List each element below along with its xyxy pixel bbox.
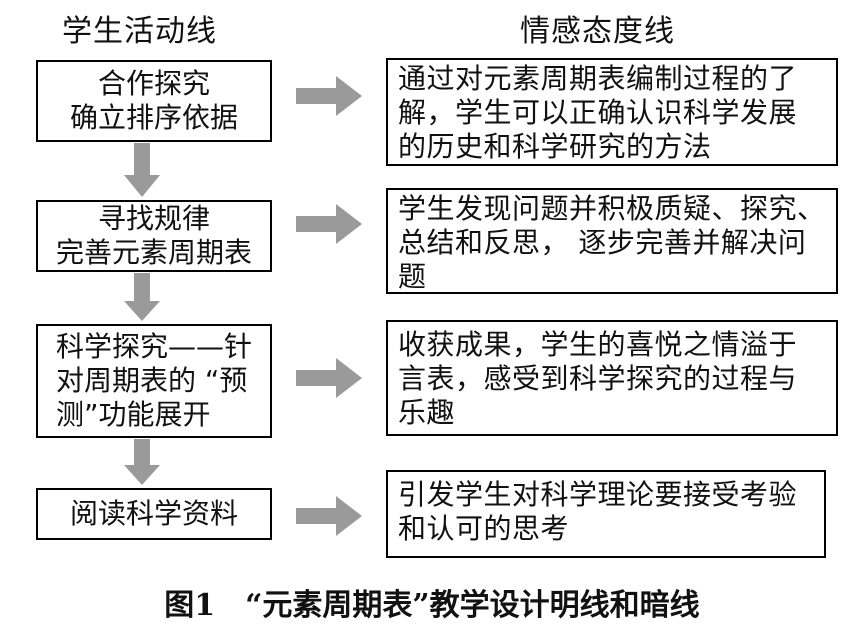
activity-line-header: 学生活动线 xyxy=(62,14,217,49)
emotion-box-1-line-1: 通过对元素周期表编制过程的了 xyxy=(398,62,798,95)
emotion-box-4-line-2: 和认可的思考 xyxy=(398,512,570,545)
emotion-box-3: 收获成果，学生的喜悦之情溢于 言表，感受到科学探究的过程与 乐趣 xyxy=(386,320,838,436)
right-arrow-icon-2 xyxy=(296,204,362,244)
emotion-line-header: 情感态度线 xyxy=(520,14,675,49)
activity-box-1: 合作探究 确立排序依据 xyxy=(36,60,272,142)
emotion-box-4-line-1: 引发学生对科学理论要接受考验 xyxy=(398,478,798,511)
right-arrow-icon-3 xyxy=(296,358,362,398)
emotion-box-4: 引发学生对科学理论要接受考验 和认可的思考 xyxy=(386,470,826,558)
activity-box-3: 科学探究——针 对周期表的 “预 测”功能展开 xyxy=(36,324,272,438)
right-arrow-icon-1 xyxy=(296,76,362,116)
down-arrow-icon-1 xyxy=(124,143,160,197)
emotion-box-2-line-2: 总结和反思， 逐步完善并解决问 xyxy=(398,226,807,259)
activity-box-1-line-2: 确立排序依据 xyxy=(69,101,238,134)
emotion-box-3-line-3: 乐趣 xyxy=(398,396,456,429)
activity-box-2-line-1: 寻找规律 xyxy=(97,202,210,235)
activity-box-1-line-1: 合作探究 xyxy=(97,67,210,100)
emotion-box-1-line-3: 的历史和科学研究的方法 xyxy=(398,130,712,163)
down-arrow-icon-2 xyxy=(124,273,160,321)
activity-box-2: 寻找规律 完善元素周期表 xyxy=(36,200,272,272)
activity-box-3-line-2: 对周期表的 “预 xyxy=(55,364,248,397)
emotion-box-2: 学生发现问题并积极质疑、探究、 总结和反思， 逐步完善并解决问 题 xyxy=(386,188,838,294)
right-arrow-icon-4 xyxy=(296,496,362,536)
emotion-box-1-line-2: 解，学生可以正确认识科学发展 xyxy=(398,96,798,129)
activity-box-2-line-2: 完善元素周期表 xyxy=(55,236,252,269)
emotion-box-3-line-1: 收获成果，学生的喜悦之情溢于 xyxy=(398,328,798,361)
activity-box-4: 阅读科学资料 xyxy=(36,488,272,540)
emotion-box-3-line-2: 言表，感受到科学探究的过程与 xyxy=(398,362,798,395)
figure-caption: 图1 “元素周期表”教学设计明线和暗线 xyxy=(164,588,700,623)
activity-box-4-line-1: 阅读科学资料 xyxy=(69,497,238,530)
emotion-box-1: 通过对元素周期表编制过程的了 解，学生可以正确认识科学发展 的历史和科学研究的方… xyxy=(386,58,838,166)
emotion-box-2-line-3: 题 xyxy=(398,260,427,293)
activity-box-3-line-3: 测”功能展开 xyxy=(55,398,211,431)
down-arrow-icon-3 xyxy=(124,439,160,485)
emotion-box-2-line-1: 学生发现问题并积极质疑、探究、 xyxy=(398,192,826,225)
activity-box-3-line-1: 科学探究——针 xyxy=(55,330,252,363)
